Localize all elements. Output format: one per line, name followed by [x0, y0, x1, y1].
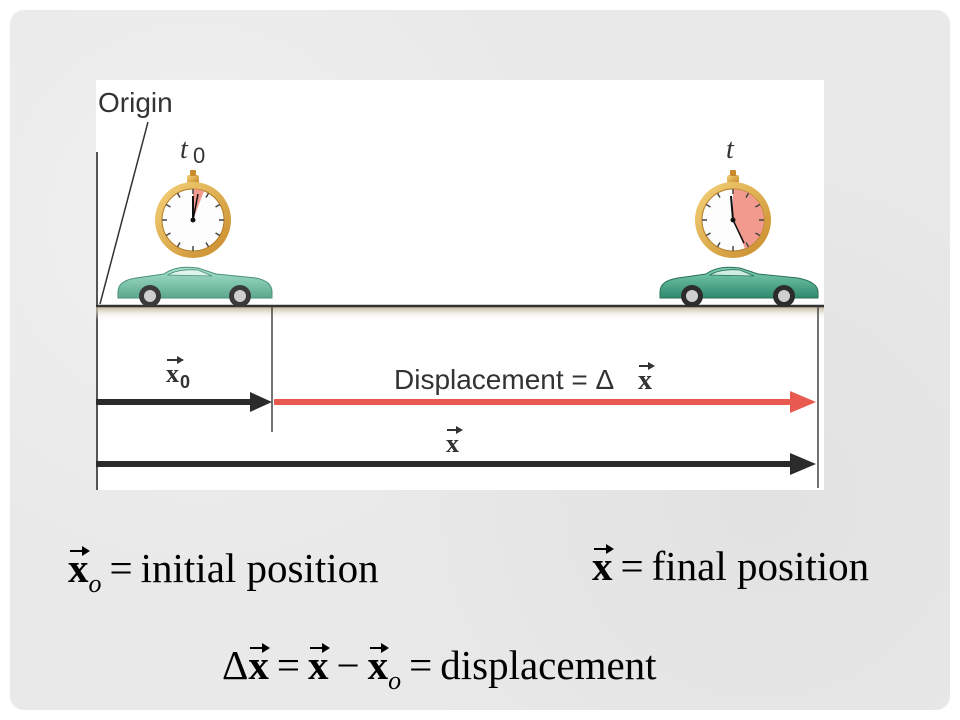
displacement-text: displacement [440, 642, 657, 688]
car-start-icon [117, 266, 273, 307]
displacement-arrow [274, 391, 816, 413]
displacement-label: Displacement = Δ [394, 364, 614, 395]
final-vec-x: x [592, 543, 613, 589]
final-position-text: final position [651, 543, 870, 589]
disp-vec-subscript: o [388, 666, 402, 695]
stopwatch-end-icon [695, 170, 771, 258]
displacement-diagram: Origin t 0 t [96, 80, 824, 490]
final-equals: = [620, 543, 644, 589]
car-end-icon [659, 266, 819, 307]
t0-subscript: 0 [193, 143, 205, 168]
final-position-equation: x=final position [592, 543, 870, 589]
initial-vec-x: x [68, 545, 89, 591]
road-surface [96, 306, 824, 320]
x0-label: x [166, 359, 179, 388]
displacement-vec-label: x [638, 365, 652, 396]
origin-label: Origin [98, 87, 173, 118]
displacement-equation: Δx=x−xo=displacement [222, 642, 657, 695]
x-vector-hat [447, 426, 463, 434]
disp-minus: − [336, 642, 360, 688]
x0-subscript: 0 [180, 372, 190, 392]
x-label: x [446, 429, 459, 458]
disp-vec-x3: x [367, 642, 389, 688]
disp-vec-x1: x [248, 642, 270, 688]
disp-equals-2: = [409, 642, 433, 688]
initial-position-arrow [96, 392, 272, 412]
initial-equals: = [109, 545, 133, 591]
displacement-vector-hat [639, 362, 655, 370]
t0-label: t [180, 134, 189, 165]
disp-vec-x2: x [308, 642, 329, 688]
disp-equals-1: = [276, 642, 300, 688]
disp-delta: Δ [222, 642, 249, 688]
initial-vec-subscript: o [88, 569, 102, 598]
stopwatch-start-icon [155, 170, 231, 258]
final-position-arrow [96, 453, 816, 475]
initial-position-equation: xo=initial position [68, 545, 379, 598]
origin-pointer-line [99, 121, 149, 305]
t-label: t [726, 134, 735, 165]
initial-position-text: initial position [140, 545, 379, 591]
x0-vector-hat [167, 356, 184, 364]
